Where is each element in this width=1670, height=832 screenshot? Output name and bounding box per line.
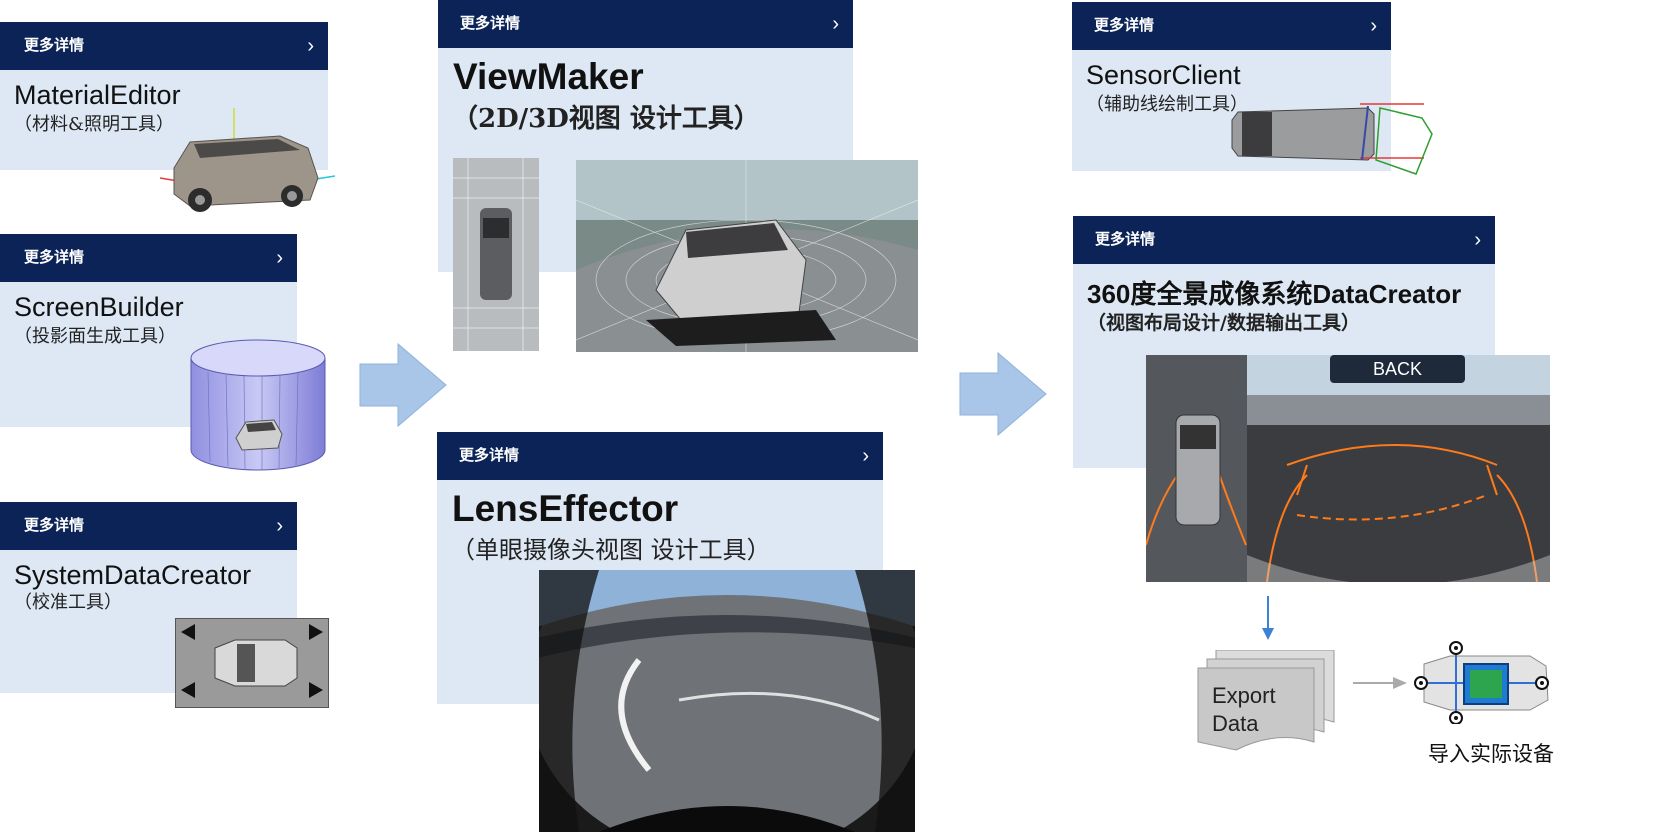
system-data-creator-more-details-button[interactable]: 更多详情 › [0, 502, 297, 550]
tool-description: （材料&照明工具） [14, 114, 175, 135]
screen-builder-more-details-button[interactable]: 更多详情 › [0, 234, 297, 282]
data-creator-360-more-details-button[interactable]: 更多详情 › [1073, 216, 1495, 264]
chevron-right-icon: › [862, 445, 869, 467]
sensor-client-more-details-button[interactable]: 更多详情 › [1072, 2, 1391, 50]
chevron-right-icon: › [832, 13, 839, 35]
export-line1: Export [1212, 683, 1276, 708]
system-data-creator-card: 更多详情 › SystemDataCreator （校准工具） [0, 502, 297, 693]
down-arrow-icon [1262, 596, 1274, 640]
device-car-image [1410, 640, 1556, 724]
more-details-label: 更多详情 [24, 249, 85, 266]
chevron-right-icon: › [1370, 15, 1377, 37]
more-details-label: 更多详情 [1094, 17, 1155, 34]
fisheye-camera-image [539, 570, 915, 832]
more-details-label: 更多详情 [24, 37, 85, 54]
calibration-image [175, 618, 329, 708]
tool-name: SystemDataCreator [14, 560, 252, 590]
more-details-label: 更多详情 [460, 15, 521, 32]
more-details-label: 更多详情 [1095, 231, 1156, 248]
car-3d-model-image [160, 108, 340, 218]
more-details-label: 更多详情 [459, 447, 520, 464]
tool-name: ScreenBuilder [14, 292, 184, 322]
lens-effector-more-details-button[interactable]: 更多详情 › [437, 432, 883, 480]
export-line2: Data [1212, 711, 1259, 736]
tool-description: （单眼摄像头视图 设计工具） [451, 536, 771, 564]
material-editor-card: 更多详情 › MaterialEditor （材料&照明工具） [0, 22, 328, 170]
tool-description: （视图布局设计/数据输出工具） [1087, 312, 1360, 334]
tool-name: SensorClient [1086, 60, 1241, 90]
top-view-image [453, 158, 539, 351]
material-editor-more-details-button[interactable]: 更多详情 › [0, 22, 328, 70]
chevron-right-icon: › [276, 247, 283, 269]
flow-arrow-icon [959, 351, 1047, 437]
tool-name: 360度全景成像系统DataCreator [1087, 279, 1462, 309]
export-data-document-stack: Export Data [1196, 650, 1338, 754]
rear-camera-image: BACK [1247, 355, 1550, 582]
projection-surface-image [188, 338, 328, 474]
tool-description: （辅助线绘制工具） [1086, 94, 1248, 115]
3d-view-image [576, 160, 918, 352]
guide-line-car-image [1228, 98, 1438, 178]
surround-view-topdown-image [1146, 355, 1248, 582]
flow-arrow-icon [359, 342, 447, 428]
import-device-label: 导入实际设备 [1428, 742, 1554, 766]
chevron-right-icon: › [307, 35, 314, 57]
view-maker-more-details-button[interactable]: 更多详情 › [438, 0, 853, 48]
tool-description: （2D/3D视图 设计工具） [452, 104, 760, 134]
back-label: BACK [1372, 359, 1423, 379]
tool-description: （投影面生成工具） [14, 326, 176, 347]
more-details-label: 更多详情 [24, 517, 85, 534]
right-arrow-icon [1353, 677, 1407, 689]
chevron-right-icon: › [276, 515, 283, 537]
tool-description: （校准工具） [14, 592, 122, 613]
tool-name: ViewMaker [453, 56, 644, 97]
export-data-label: Export Data [1212, 682, 1276, 738]
tool-name: MaterialEditor [14, 80, 181, 110]
tool-name: LensEffector [452, 488, 679, 529]
chevron-right-icon: › [1474, 229, 1481, 251]
